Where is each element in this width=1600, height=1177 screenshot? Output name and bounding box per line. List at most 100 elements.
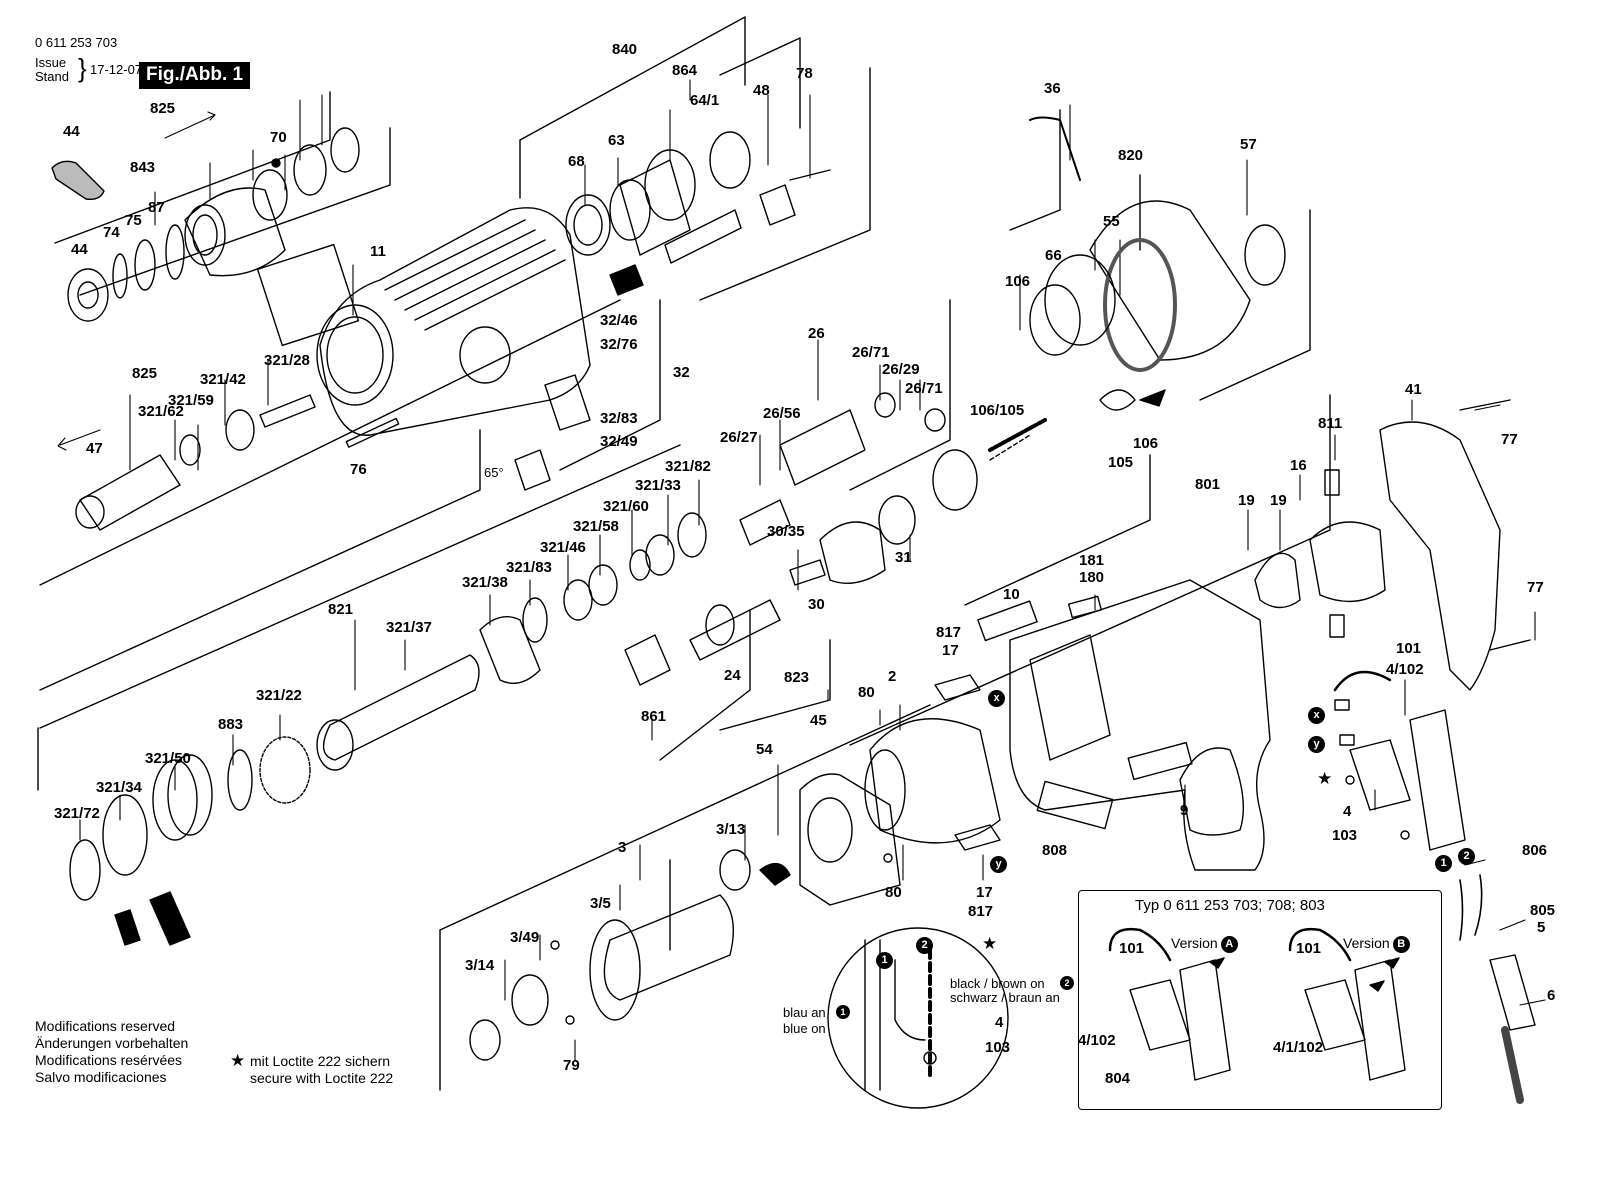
wire-blue-de: blau an bbox=[783, 1005, 826, 1020]
part-label: 321/22 bbox=[256, 687, 302, 704]
part-label: 45 bbox=[810, 712, 827, 729]
version-label-text: Version bbox=[1343, 935, 1390, 952]
part-label: 4 bbox=[1343, 803, 1352, 820]
part-label: 63 bbox=[608, 132, 625, 149]
header-brace: } bbox=[78, 53, 87, 83]
part-label: 321/28 bbox=[264, 352, 310, 369]
part-label: 321/60 bbox=[603, 498, 649, 515]
part-label: 80 bbox=[885, 884, 902, 901]
part-label: 17 bbox=[976, 884, 993, 901]
part-label: 32/83 bbox=[600, 410, 638, 427]
part-label: 321/33 bbox=[635, 477, 681, 494]
part-label: 801 bbox=[1195, 476, 1221, 493]
switch-parts bbox=[1333, 670, 1466, 851]
part-label: 26/56 bbox=[763, 405, 801, 422]
part-label: 181 bbox=[1079, 552, 1105, 569]
part-label: 106/105 bbox=[970, 402, 1025, 419]
part-label: 817 bbox=[936, 624, 962, 641]
part-label: 11 bbox=[370, 243, 386, 260]
part-label: 26/71 bbox=[905, 380, 943, 397]
loctite-star: ★ bbox=[982, 934, 998, 953]
part-label: 3/5 bbox=[590, 895, 611, 912]
part-label: 321/72 bbox=[54, 805, 100, 822]
wire-black-brown-en: black / brown on bbox=[950, 976, 1045, 991]
marker-2: 2 bbox=[1458, 848, 1475, 865]
marker-1: 1 bbox=[876, 952, 893, 969]
part-label: 36 bbox=[1044, 80, 1061, 97]
part-label: 26/29 bbox=[882, 361, 920, 378]
part-label: 30 bbox=[808, 596, 825, 613]
inset-drawings bbox=[1108, 927, 1406, 1081]
marker-y: y bbox=[990, 856, 1007, 873]
part-label: 48 bbox=[753, 82, 770, 99]
part-label: 55 bbox=[1103, 213, 1120, 230]
issue-label: Issue bbox=[35, 55, 67, 70]
part-label: 4/102 bbox=[1078, 1032, 1116, 1049]
part-label: 321/50 bbox=[145, 750, 191, 767]
marker-1: 1 bbox=[836, 1005, 850, 1019]
part-label: 6 bbox=[1547, 987, 1556, 1004]
part-label: 26/27 bbox=[720, 429, 758, 446]
part-label: 864 bbox=[672, 62, 698, 79]
part-label: 321/46 bbox=[540, 539, 586, 556]
part-label: 32/76 bbox=[600, 336, 638, 353]
part-label: 2 bbox=[888, 668, 897, 685]
part-label: 840 bbox=[612, 41, 638, 58]
part-label: 3/13 bbox=[716, 821, 746, 838]
marker-y: y bbox=[1308, 736, 1325, 753]
marker-x: x bbox=[988, 690, 1005, 707]
part-label: 817 bbox=[968, 903, 994, 920]
part-label: 77 bbox=[1501, 431, 1518, 448]
wire-blue-en: blue on bbox=[783, 1021, 826, 1036]
marker-1: 1 bbox=[1435, 855, 1452, 872]
part-label: 44 bbox=[71, 241, 88, 258]
loctite-note-de: mit Loctite 222 sichern bbox=[250, 1053, 391, 1069]
part-label: 106 bbox=[1133, 435, 1159, 452]
part-label: 321/59 bbox=[168, 392, 214, 409]
marker-2: 2 bbox=[1060, 976, 1074, 990]
hammer-housing bbox=[256, 207, 591, 436]
part-label: 74 bbox=[103, 224, 120, 241]
part-label: 101 bbox=[1296, 940, 1322, 957]
part-label: 883 bbox=[218, 716, 244, 733]
variant-inset bbox=[1078, 890, 1442, 1110]
part-label: 3/14 bbox=[465, 957, 495, 974]
part-label: 47 bbox=[86, 440, 103, 457]
part-label: 32/49 bbox=[600, 433, 638, 450]
part-label: 808 bbox=[1042, 842, 1068, 859]
part-label: 44 bbox=[63, 123, 80, 140]
part-label: 105 bbox=[1108, 454, 1134, 471]
part-label: 19 bbox=[1270, 492, 1287, 509]
part-label: 101 bbox=[1396, 640, 1422, 657]
part-label: 24 bbox=[724, 667, 741, 684]
note-line: Salvo modificaciones bbox=[35, 1069, 167, 1085]
part-label: 41 bbox=[1405, 381, 1422, 398]
inset-title: Typ 0 611 253 703; 708; 803 bbox=[1135, 897, 1325, 914]
part-label: 26 bbox=[808, 325, 825, 342]
part-label: 57 bbox=[1240, 136, 1257, 153]
version-b-badge: B bbox=[1392, 936, 1410, 953]
part-label: 66 bbox=[1045, 247, 1062, 264]
part-label: 30/35 bbox=[767, 523, 805, 540]
part-label: 31 bbox=[895, 549, 912, 566]
side-handle-parts bbox=[1254, 399, 1531, 691]
part-label: 9 bbox=[1180, 802, 1189, 819]
part-label: 861 bbox=[641, 708, 667, 725]
part-label: 103 bbox=[985, 1039, 1011, 1056]
part-label: 19 bbox=[1238, 492, 1255, 509]
angle-label: 65° bbox=[484, 465, 504, 480]
modifications-note: Modifications reserved Änderungen vorbeh… bbox=[35, 1018, 188, 1086]
impact-mechanism bbox=[75, 374, 1031, 584]
part-label: 321/83 bbox=[506, 559, 552, 576]
part-label: 87 bbox=[148, 199, 165, 216]
part-label: 101 bbox=[1119, 940, 1145, 957]
note-line: Änderungen vorbehalten bbox=[35, 1035, 189, 1051]
part-label: 106 bbox=[1005, 273, 1031, 290]
stand-label: Stand bbox=[35, 69, 69, 84]
part-label: 79 bbox=[563, 1057, 580, 1074]
part-label: 4/102 bbox=[1386, 661, 1424, 678]
part-label: 321/62 bbox=[138, 403, 184, 420]
